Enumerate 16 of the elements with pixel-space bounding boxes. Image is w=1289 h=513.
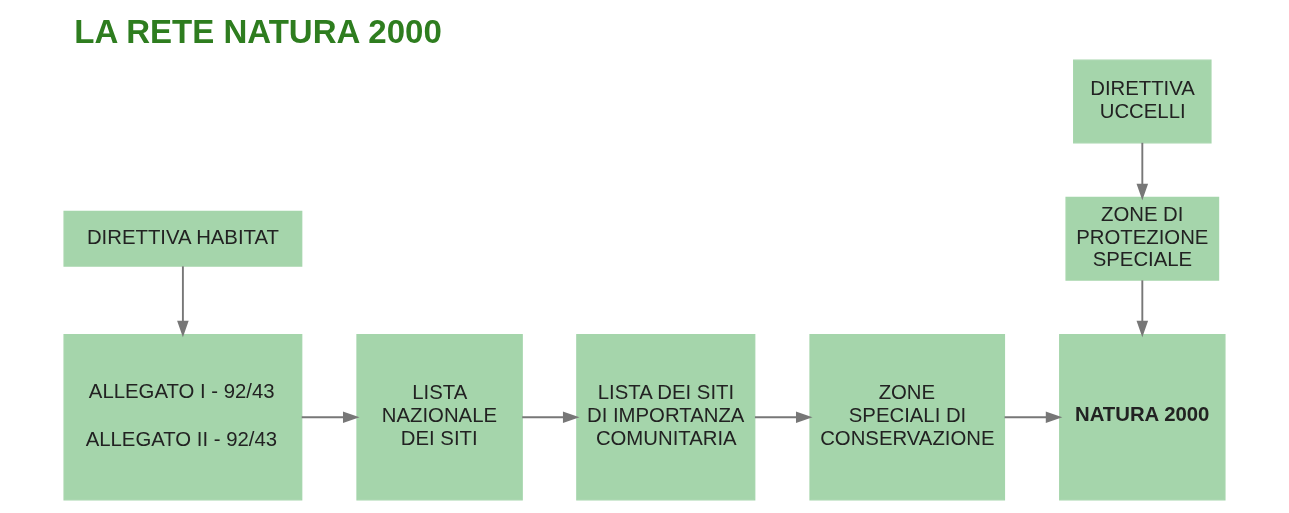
node-box: DIRETTIVA HABITAT bbox=[63, 210, 303, 267]
node-box: ALLEGATO I - 92/43 ALLEGATO II - 92/43 bbox=[63, 334, 303, 501]
node-box: NATURA 2000 bbox=[1059, 334, 1226, 501]
arrow bbox=[753, 411, 813, 424]
node-box: DIRETTIVA UCCELLI bbox=[1073, 59, 1212, 144]
arrow bbox=[1003, 411, 1063, 424]
diagram-title: LA RETE NATURA 2000 bbox=[74, 13, 442, 51]
arrow bbox=[177, 265, 189, 338]
arrow bbox=[1136, 279, 1149, 338]
node-box: ZONE SPECIALI DI CONSERVAZIONE bbox=[809, 334, 1006, 501]
node-box: LISTA NAZIONALE DEI SITI bbox=[356, 334, 523, 501]
arrow bbox=[521, 411, 580, 424]
arrow bbox=[1136, 141, 1149, 201]
node-box: ZONE DI PROTEZIONE SPECIALE bbox=[1065, 196, 1220, 281]
node-box: LISTA DEI SITI DI IMPORTANZA COMUNITARIA bbox=[576, 334, 756, 501]
arrow bbox=[300, 411, 360, 424]
